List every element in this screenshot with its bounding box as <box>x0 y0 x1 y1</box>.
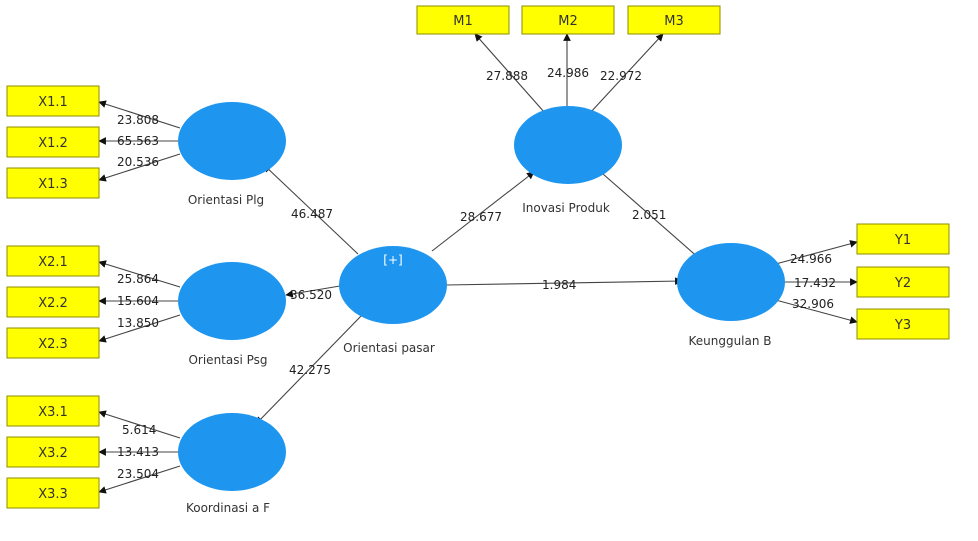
path-op-keung <box>445 277 683 286</box>
loading-m3: 22.972 <box>600 69 642 83</box>
label-orientasi-psg: Orientasi Psg <box>188 353 267 367</box>
indicator-x33[interactable]: X3.3 <box>6 477 100 509</box>
loading-x31: 5.614 <box>122 423 156 437</box>
indicator-label: Y2 <box>894 276 911 291</box>
indicator-x11[interactable]: X1.1 <box>6 85 100 117</box>
indicator-x32[interactable]: X3.2 <box>6 436 100 468</box>
construct-orientasi-psg[interactable] <box>178 262 286 340</box>
edge-koord-x31 <box>98 410 181 439</box>
edges-koordinasi <box>98 410 181 494</box>
loading-x22: 15.604 <box>117 294 159 308</box>
label-orientasi-plg: Orientasi Plg <box>188 193 264 207</box>
path-value-op-keung: 1.984 <box>542 278 576 292</box>
indicators-x1: X1.1 X1.2 X1.3 <box>6 85 100 199</box>
edges-inovasi <box>474 33 664 114</box>
indicator-label: M3 <box>664 14 684 29</box>
indicators-y: Y1 Y2 Y3 <box>856 223 950 340</box>
edge-plg-x11 <box>98 100 181 129</box>
loading-m1: 27.888 <box>486 69 528 83</box>
loading-values: 23.808 65.563 20.536 25.864 15.604 13.85… <box>117 66 836 481</box>
indicator-y3[interactable]: Y3 <box>856 308 950 340</box>
indicators-x3: X3.1 X3.2 X3.3 <box>6 395 100 509</box>
construct-orientasi-pasar[interactable] <box>339 246 447 324</box>
path-op-psg <box>285 285 341 298</box>
loading-x23: 13.850 <box>117 316 159 330</box>
indicator-label: X1.1 <box>38 95 68 110</box>
construct-labels: Orientasi Plg Orientasi Psg Koordinasi a… <box>186 193 772 515</box>
label-keunggulan: Keunggulan B <box>688 334 771 348</box>
label-orientasi-pasar: Orientasi pasar <box>343 341 435 355</box>
indicator-label: X1.3 <box>38 177 68 192</box>
indicator-label: X2.2 <box>38 296 68 311</box>
loading-x13: 20.536 <box>117 155 159 169</box>
path-value-op-koord: 42.275 <box>289 363 331 377</box>
edges-orientasi-plg <box>98 100 181 182</box>
loading-x11: 23.808 <box>117 113 159 127</box>
edges-keunggulan <box>771 240 858 324</box>
construct-koordinasi[interactable] <box>178 413 286 491</box>
indicator-m3[interactable]: M3 <box>627 5 721 35</box>
edge-koord-x33 <box>98 465 181 494</box>
edge-inov-m1 <box>474 33 546 114</box>
label-koordinasi: Koordinasi a F <box>186 501 270 515</box>
indicator-x13[interactable]: X1.3 <box>6 167 100 199</box>
path-inov-keung <box>602 173 701 260</box>
indicator-x21[interactable]: X2.1 <box>6 245 100 277</box>
path-op-plg <box>263 164 359 255</box>
loading-m2: 24.986 <box>547 66 589 80</box>
path-op-inov <box>431 171 535 252</box>
indicator-x23[interactable]: X2.3 <box>6 327 100 359</box>
indicator-label: X3.3 <box>38 487 68 502</box>
path-value-op-inov: 28.677 <box>460 210 502 224</box>
loading-y1: 24.966 <box>790 252 832 266</box>
indicator-x31[interactable]: X3.1 <box>6 395 100 427</box>
indicator-m1[interactable]: M1 <box>416 5 510 35</box>
loading-x32: 13.413 <box>117 445 159 459</box>
indicator-label: X3.2 <box>38 446 68 461</box>
structural-paths <box>255 164 701 425</box>
label-inovasi-produk: Inovasi Produk <box>522 201 610 215</box>
indicator-label: M2 <box>558 14 578 29</box>
path-value-op-plg: 46.487 <box>291 207 333 221</box>
path-values: 46.487 36.520 42.275 28.677 1.984 2.051 <box>289 207 666 377</box>
loading-x21: 25.864 <box>117 272 159 286</box>
construct-inovasi-produk[interactable] <box>514 106 622 184</box>
edge-keung-y3 <box>771 298 858 324</box>
edge-psg-x21 <box>98 260 181 288</box>
indicator-label: X3.1 <box>38 405 68 420</box>
indicators-m: M1 M2 M3 <box>416 5 721 35</box>
indicator-x12[interactable]: X1.2 <box>6 126 100 158</box>
indicator-label: X2.1 <box>38 255 68 270</box>
edges-orientasi-psg <box>98 260 181 343</box>
indicator-y2[interactable]: Y2 <box>856 266 950 298</box>
edge-keung-y1 <box>771 240 858 266</box>
edge-inov-m3 <box>589 33 664 114</box>
indicator-label: X2.3 <box>38 337 68 352</box>
loading-x12: 65.563 <box>117 134 159 148</box>
indicator-m2[interactable]: M2 <box>521 5 615 35</box>
construct-keunggulan[interactable] <box>677 243 785 321</box>
indicator-label: X1.2 <box>38 136 68 151</box>
path-op-koord <box>255 314 363 425</box>
indicator-label: Y1 <box>894 233 911 248</box>
expand-marker[interactable]: [+] <box>383 253 402 267</box>
path-value-op-psg: 36.520 <box>290 288 332 302</box>
path-value-inov-keung: 2.051 <box>632 208 666 222</box>
loading-y3: 32.906 <box>792 297 834 311</box>
indicators-x2: X2.1 X2.2 X2.3 <box>6 245 100 359</box>
edge-plg-x13 <box>98 153 181 182</box>
loading-y2: 17.432 <box>794 276 836 290</box>
indicator-x22[interactable]: X2.2 <box>6 286 100 318</box>
indicator-y1[interactable]: Y1 <box>856 223 950 255</box>
latent-variables <box>178 102 785 491</box>
indicator-label: M1 <box>453 14 473 29</box>
edge-psg-x23 <box>98 314 181 343</box>
loading-x33: 23.504 <box>117 467 159 481</box>
construct-orientasi-plg[interactable] <box>178 102 286 180</box>
indicator-label: Y3 <box>894 318 911 333</box>
